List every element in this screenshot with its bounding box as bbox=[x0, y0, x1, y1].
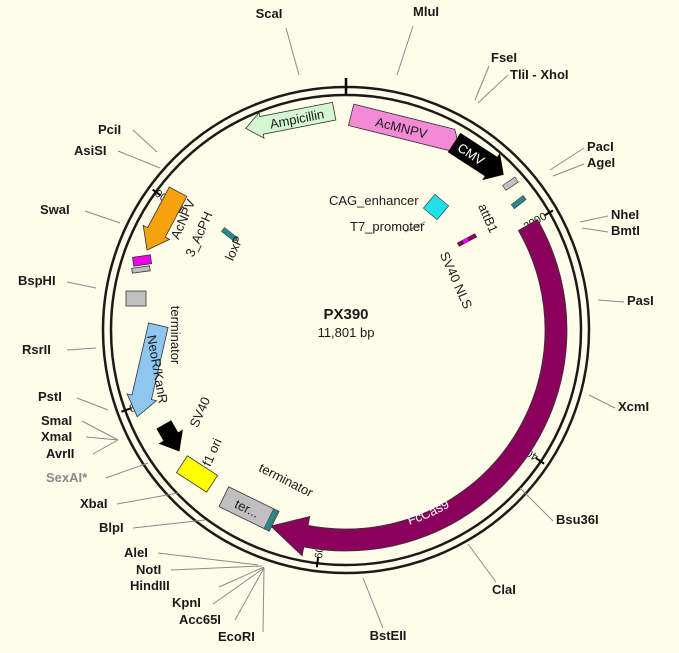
fccas9-feature[interactable] bbox=[269, 218, 568, 557]
f1ori-feature[interactable] bbox=[175, 455, 219, 493]
site-leader-line bbox=[474, 65, 490, 101]
site-leader-line bbox=[581, 227, 609, 233]
site-leader-line bbox=[212, 567, 265, 605]
site-leader-line bbox=[117, 150, 161, 169]
site-leader-line bbox=[66, 281, 97, 289]
site-label[interactable]: ScaI bbox=[256, 6, 283, 21]
site-leader-line bbox=[85, 436, 119, 441]
site-leader-line bbox=[84, 210, 121, 224]
sv40-nls-label: SV40 NLS bbox=[437, 249, 476, 311]
site-label[interactable]: BspHI bbox=[18, 273, 56, 288]
site-label[interactable]: XmaI bbox=[41, 429, 72, 444]
site-label[interactable]: Acc65I bbox=[179, 612, 221, 627]
site-leader-line bbox=[234, 567, 265, 621]
site-label[interactable]: BmtI bbox=[611, 223, 640, 238]
site-leader-line bbox=[588, 394, 616, 409]
sv40-label: SV40 bbox=[187, 395, 214, 430]
site-leader-line bbox=[552, 163, 585, 177]
acph-grey-box[interactable] bbox=[131, 265, 151, 274]
cag-enhancer-label: CAG_enhancer bbox=[329, 193, 419, 208]
site-label[interactable]: AsiSI bbox=[74, 143, 107, 158]
loxp-label: loxP bbox=[222, 234, 246, 263]
site-label[interactable]: KpnI bbox=[172, 595, 201, 610]
tick-mark bbox=[121, 407, 132, 413]
acnpv-feature[interactable] bbox=[134, 185, 191, 257]
site-label[interactable]: NheI bbox=[611, 207, 639, 222]
site-label[interactable]: MluI bbox=[413, 4, 439, 19]
tick-mark bbox=[152, 188, 162, 197]
site-leader-line bbox=[132, 129, 158, 153]
tick-mark bbox=[543, 209, 554, 217]
site-label[interactable]: PasI bbox=[627, 293, 654, 308]
site-leader-line bbox=[597, 299, 625, 303]
ter-box-feature[interactable]: ter... bbox=[218, 486, 280, 532]
site-leader-line bbox=[92, 439, 119, 455]
site-label[interactable]: AleI bbox=[124, 545, 148, 560]
site-leader-line bbox=[157, 552, 259, 566]
site-leader-line bbox=[519, 487, 554, 522]
site-leader-line bbox=[218, 566, 265, 588]
terminator-left-label: terminator bbox=[168, 306, 183, 365]
neor-feature[interactable] bbox=[123, 322, 173, 420]
site-label[interactable]: AvrII bbox=[46, 446, 74, 461]
site-label[interactable]: EcoRI bbox=[218, 629, 255, 644]
site-label[interactable]: FseI bbox=[491, 50, 517, 65]
loxp-feature[interactable] bbox=[221, 227, 238, 242]
site-label[interactable]: NotI bbox=[136, 562, 161, 577]
site-label[interactable]: PciI bbox=[98, 122, 121, 137]
sv40-nls-feature[interactable] bbox=[456, 233, 478, 247]
site-leader-line bbox=[116, 492, 179, 505]
site-leader-line bbox=[285, 27, 300, 76]
site-label[interactable]: HindIII bbox=[130, 578, 170, 593]
acmnpv-feature[interactable]: AcMNPV bbox=[347, 103, 460, 152]
site-label[interactable]: BlpI bbox=[99, 520, 124, 535]
plasmid-name: PX390 bbox=[323, 306, 368, 323]
site-label[interactable]: PacI bbox=[587, 139, 614, 154]
acph-magenta-box[interactable] bbox=[132, 254, 153, 267]
site-leader-line bbox=[396, 25, 414, 76]
site-leader-line bbox=[467, 543, 497, 583]
plasmid-size: 11,801 bp bbox=[318, 325, 375, 340]
site-label[interactable]: RsrII bbox=[22, 342, 51, 357]
site-leader-line bbox=[76, 397, 109, 411]
site-label[interactable]: SexAI* bbox=[46, 470, 88, 485]
site-leader-line bbox=[66, 347, 97, 351]
small-grey-feature[interactable] bbox=[502, 176, 519, 191]
site-leader-line bbox=[105, 462, 149, 479]
tick-mark bbox=[315, 557, 320, 568]
site-leader-line bbox=[262, 567, 265, 633]
site-label[interactable]: SmaI bbox=[41, 413, 72, 428]
site-label[interactable]: XcmI bbox=[618, 399, 649, 414]
cag-enhancer-feature[interactable] bbox=[422, 193, 450, 221]
site-label[interactable]: TliI - XhoI bbox=[510, 67, 569, 82]
small-teal-feature[interactable] bbox=[510, 195, 527, 210]
site-label[interactable]: AgeI bbox=[587, 155, 615, 170]
f1ori-label: f1 ori bbox=[199, 436, 225, 469]
site-label[interactable]: SwaI bbox=[40, 202, 70, 217]
site-label[interactable]: ClaI bbox=[492, 582, 516, 597]
site-leader-line bbox=[477, 74, 509, 104]
tick-mark bbox=[535, 457, 545, 465]
site-leader-line bbox=[81, 420, 119, 441]
t7-promoter-label: T7_promoter bbox=[350, 219, 425, 234]
site-label[interactable]: BstEII bbox=[370, 628, 407, 643]
site-leader-line bbox=[132, 519, 206, 529]
sv40-feature[interactable] bbox=[153, 418, 191, 457]
site-leader-line bbox=[170, 565, 263, 571]
site-label[interactable]: XbaI bbox=[80, 496, 107, 511]
terminator-bottom-label: terminator bbox=[257, 460, 317, 500]
site-leader-line bbox=[362, 577, 384, 629]
attb1-label: attB1 bbox=[475, 201, 501, 235]
site-leader-line bbox=[549, 147, 585, 171]
terminator-left-box[interactable] bbox=[125, 290, 147, 307]
site-leader-line bbox=[579, 215, 609, 223]
site-label[interactable]: Bsu36I bbox=[556, 512, 599, 527]
site-label[interactable]: PstI bbox=[38, 389, 62, 404]
